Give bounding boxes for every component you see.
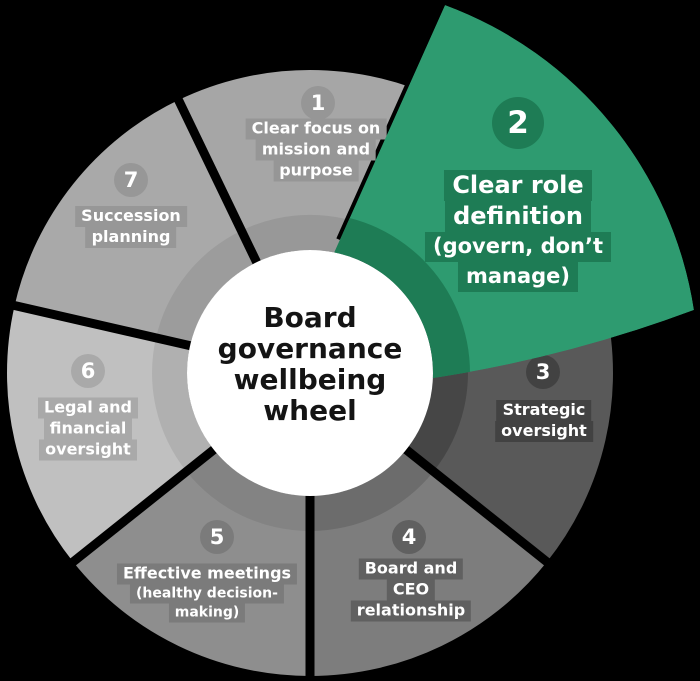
segment-3-badge: 3 [526,355,560,389]
segment-1-label-line: mission and [246,139,387,161]
segment-3-label-line: Strategic [495,400,593,421]
segment-2-label-text: manage) [457,262,579,292]
segment-6-label-line: financial [38,418,138,440]
segment-4-label-text: CEO [386,579,436,601]
segment-4-label-text: relationship [350,600,472,622]
segment-2-label-line: manage) [425,262,611,292]
segment-3-label-line: oversight [495,421,593,442]
segment-1-label-text: mission and [255,139,377,161]
wheel-title: Board governance wellbeing wheel [218,302,403,426]
segment-3-label-text: Strategic [496,400,592,421]
segment-6-label-line: oversight [38,439,138,461]
wheel-title-line-2: governance [217,332,403,365]
segment-gap [394,439,560,573]
segment-7-label-line: planning [75,227,187,248]
segment-5-label-text: (healthy decision- [130,584,284,604]
segment-7-label-text: planning [85,227,177,248]
segment-5-label-line: Effective meetings [116,563,298,585]
wheel-title-line-1: Board [263,301,357,334]
segment-6-label-text: financial [43,418,133,440]
highlight-wedge-inner-band [330,213,470,380]
segment-5-label-text: Effective meetings [116,563,298,585]
segment-6-label-line: Legal and [38,397,138,419]
segment-7-label-text: Succession [75,206,187,227]
segment-5-label-text: making) [168,603,246,623]
segment-6-label-text: oversight [39,439,137,461]
segment-5-badge: 5 [200,520,234,554]
segment-2-label-line: Clear role [425,170,611,201]
segment-1-badge: 1 [301,86,335,120]
segment-2-badge: 2 [492,97,544,149]
segment-7-inner-band [156,230,257,346]
segment-4-label-text: Board and [358,558,464,580]
segment-gap [1,298,202,353]
segment-2-label-text: Clear role [444,170,592,201]
segment-6-inner-band [152,337,214,472]
segment-5-label-line: making) [117,603,297,623]
segment-2-label-line: (govern, don’t [424,232,612,262]
segment-7-badge: 7 [114,163,148,197]
segment-6-label-text: Legal and [38,397,138,419]
segment-2-label-text: (govern, don’t [424,232,612,262]
segment-5-inner-band [186,449,310,531]
segment-4-label-line: CEO [351,579,471,601]
segment-1-label-line: Clear focus on [245,118,387,140]
segment-1-label-line: purpose [246,160,387,182]
segment-6-badge: 6 [71,354,105,388]
wheel-title-line-3: wellbeing [233,363,387,396]
segment-7-label-line: Succession [75,206,187,227]
segment-1-label-text: purpose [273,160,359,182]
segment-3-label-text: oversight [495,421,593,442]
segment-5-label-line: (healthy decision- [117,584,297,604]
segment-4-badge: 4 [392,520,426,554]
segment-gap [60,439,226,573]
segment-gap [169,87,266,275]
segment-4-inner-band [310,449,434,531]
segment-2-label-line: definition [425,201,611,232]
segment-5-label: Effective meetings(healthy decision-maki… [116,563,298,623]
wheel-title-line-4: wheel [263,394,357,427]
segment-1-label-text: Clear focus on [245,118,387,140]
segment-4-label-line: relationship [350,600,472,622]
segment-2-label-text: definition [445,201,591,232]
segment-4-label-line: Board and [351,558,471,580]
